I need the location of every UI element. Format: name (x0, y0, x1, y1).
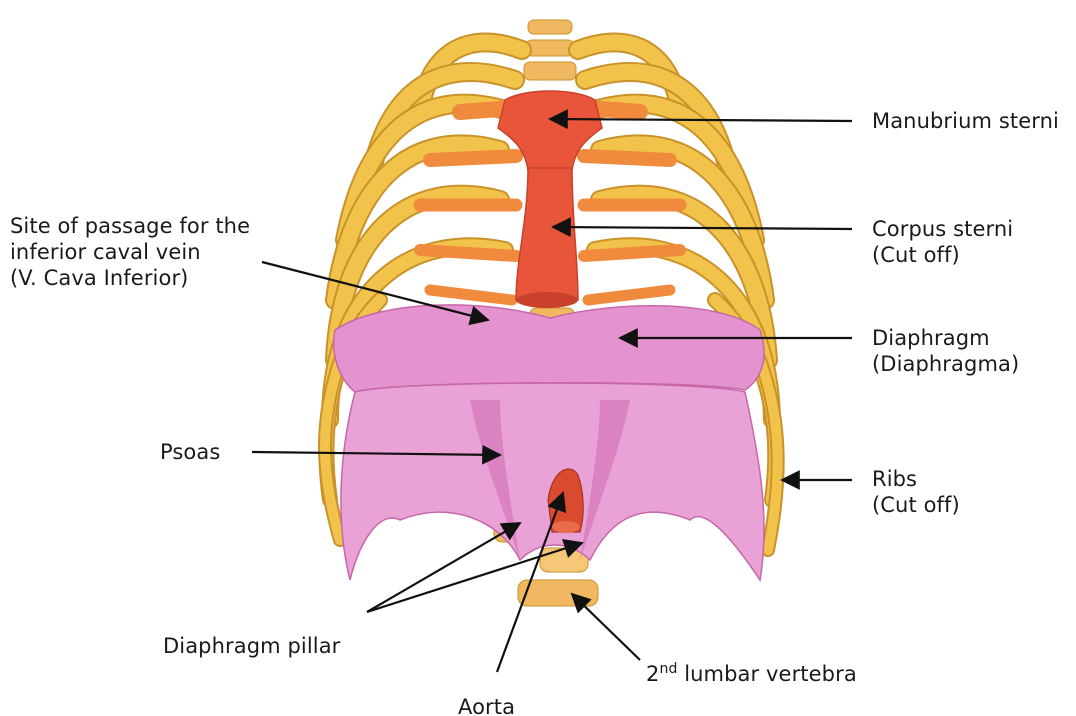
label-number: 2 (646, 662, 659, 686)
sternum-cut-end (516, 292, 578, 308)
label-lumbar-vertebra: 2nd lumbar vertebra (646, 661, 857, 687)
label-line: Diaphragm (872, 325, 1019, 351)
label-text: lumbar vertebra (677, 662, 856, 686)
label-line: (Diaphragma) (872, 351, 1019, 377)
label-line: (V. Cava Inferior) (10, 265, 250, 291)
arrow-pillar-left (367, 523, 520, 612)
diaphragm (334, 305, 764, 580)
vertebra (528, 20, 572, 34)
label-psoas: Psoas (160, 439, 220, 465)
label-manubrium-sterni: Manubrium sterni (872, 108, 1059, 134)
label-line: 2nd lumbar vertebra (646, 661, 857, 687)
label-line: Manubrium sterni (872, 108, 1059, 134)
arrow-corpus (553, 227, 852, 229)
label-line: Aorta (458, 694, 515, 716)
label-line: (Cut off) (872, 492, 960, 518)
label-ribs: Ribs (Cut off) (872, 466, 960, 518)
label-line: (Cut off) (872, 242, 1013, 268)
label-line: Site of passage for the (10, 213, 250, 239)
arrow-vertebra (572, 594, 640, 660)
label-line: Ribs (872, 466, 960, 492)
label-aorta: Aorta (458, 694, 515, 716)
label-inferior-caval-vein: Site of passage for the inferior caval v… (10, 213, 250, 291)
label-diaphragm: Diaphragm (Diaphragma) (872, 325, 1019, 377)
diaphragm-dome (334, 305, 764, 392)
label-line: inferior caval vein (10, 239, 250, 265)
label-superscript: nd (659, 661, 677, 677)
label-corpus-sterni: Corpus sterni (Cut off) (872, 216, 1013, 268)
label-line: Diaphragm pillar (163, 633, 340, 659)
label-diaphragm-pillar: Diaphragm pillar (163, 633, 340, 659)
label-line: Corpus sterni (872, 216, 1013, 242)
corpus-sterni (516, 168, 578, 300)
vertebra (526, 40, 574, 56)
label-line: Psoas (160, 439, 220, 465)
vertebra (524, 62, 576, 80)
